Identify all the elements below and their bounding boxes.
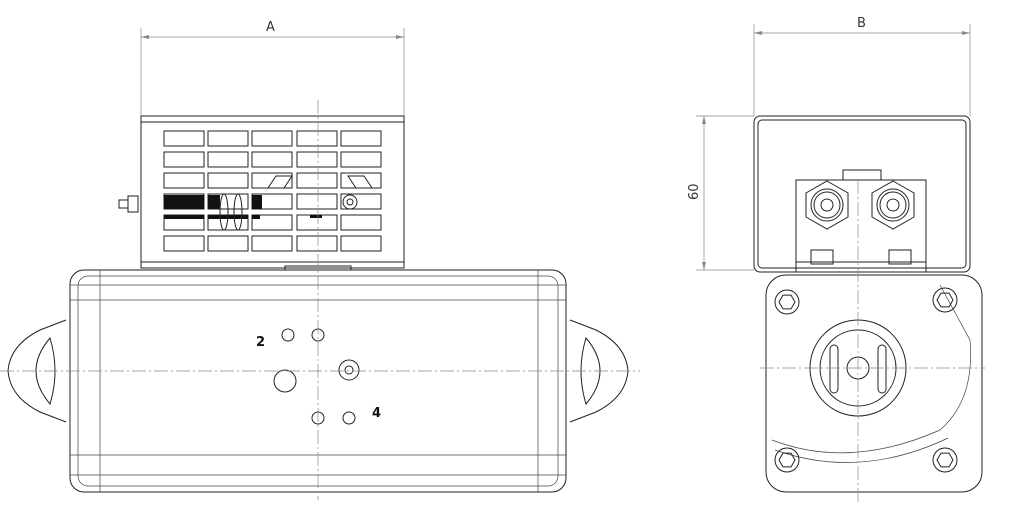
port-hole	[342, 411, 356, 425]
hex-socket-icon	[778, 294, 796, 310]
vent-slot	[340, 151, 382, 168]
dimension-60: 60	[687, 115, 754, 271]
vent-slot	[207, 151, 249, 168]
vent-slot	[163, 172, 205, 189]
vent-slot	[296, 193, 338, 210]
vent-slot	[207, 235, 249, 252]
vent-slot	[296, 235, 338, 252]
vent-slot	[251, 151, 293, 168]
vent-slot	[296, 151, 338, 168]
dimension-a: A	[140, 20, 405, 116]
bolt	[932, 287, 958, 313]
dimension-b-label: B	[857, 16, 866, 31]
fitting	[805, 180, 849, 230]
vent-slot	[296, 130, 338, 147]
vent-slot	[340, 214, 382, 231]
solenoid-valve	[118, 115, 405, 271]
vent-slot	[251, 130, 293, 147]
hex-socket-icon	[936, 292, 954, 308]
bolt	[774, 289, 800, 315]
port-2-label: 2	[256, 335, 265, 350]
bolt	[774, 447, 800, 473]
vent-slot	[163, 235, 205, 252]
vent-slot	[296, 172, 338, 189]
bolt	[932, 447, 958, 473]
vent-slot	[251, 235, 293, 252]
vent-slot	[251, 214, 293, 231]
port-hole	[273, 369, 297, 393]
hex-socket-icon	[936, 452, 954, 468]
fitting	[871, 180, 915, 230]
vent-slot	[163, 151, 205, 168]
port-4-label: 4	[372, 406, 381, 421]
port-hole	[281, 328, 295, 342]
vent-slot	[340, 193, 382, 210]
hex-socket-icon	[778, 452, 796, 468]
vent-slot	[207, 130, 249, 147]
front-view: A	[0, 20, 640, 500]
vent-slot	[340, 172, 382, 189]
dimension-60-label: 60	[687, 183, 702, 200]
vent-slot	[340, 130, 382, 147]
side-view: B 60	[687, 16, 985, 505]
vent-slot	[163, 130, 205, 147]
vent-slot	[340, 235, 382, 252]
dimension-a-label: A	[266, 20, 275, 35]
vent-slot	[207, 172, 249, 189]
dimension-b: B	[753, 16, 971, 116]
